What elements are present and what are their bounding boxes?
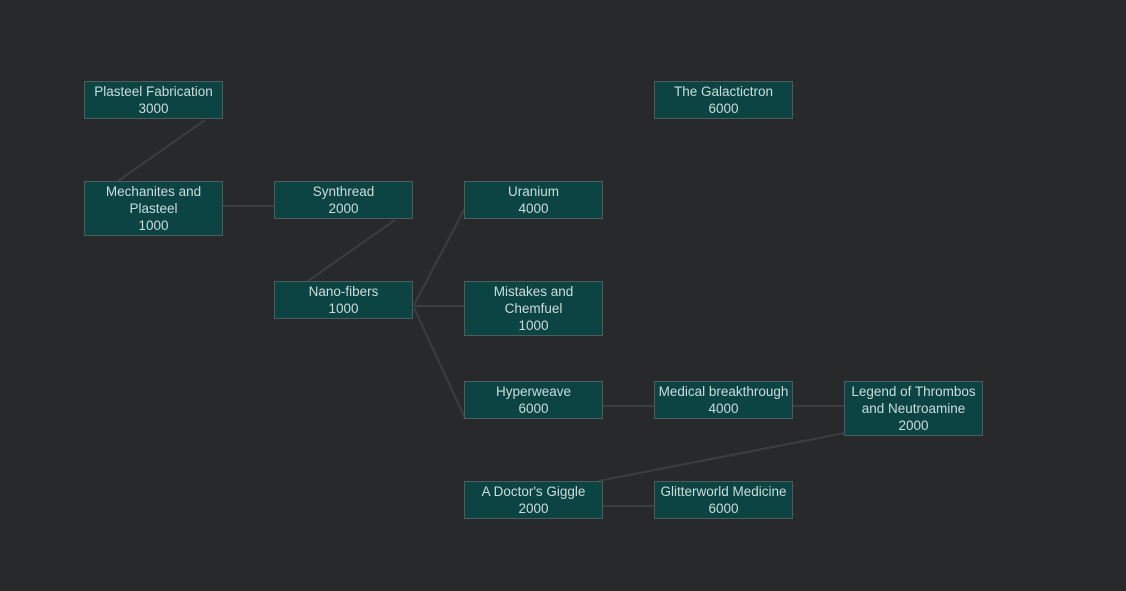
node-name: Glitterworld Medicine (660, 484, 787, 499)
node-name: A Doctor's Giggle (481, 484, 586, 499)
node-cost: 6000 (518, 401, 549, 416)
research-node-mistakes-and-chemfuel[interactable]: Mistakes and Chemfuel 1000 (464, 281, 603, 336)
node-cost: 4000 (708, 401, 739, 416)
node-cost: 4000 (518, 201, 549, 216)
research-node-uranium[interactable]: Uranium 4000 (464, 181, 603, 219)
research-node-plasteel-fabrication[interactable]: Plasteel Fabrication 3000 (84, 81, 223, 119)
research-node-legend-of-thrombos[interactable]: Legend of Thrombos and Neutroamine 2000 (844, 381, 983, 436)
node-name: Nano-fibers (308, 284, 379, 299)
research-node-the-galactictron[interactable]: The Galactictron 6000 (654, 81, 793, 119)
node-name: Medical breakthrough (658, 384, 789, 399)
node-name: The Galactictron (673, 84, 774, 99)
node-cost: 2000 (898, 418, 929, 433)
node-cost: 1000 (328, 301, 359, 316)
node-cost: 2000 (518, 501, 549, 516)
node-name: Uranium (507, 184, 559, 199)
research-node-synthread[interactable]: Synthread 2000 (274, 181, 413, 219)
node-cost: 6000 (708, 101, 739, 116)
research-node-hyperweave[interactable]: Hyperweave 6000 (464, 381, 603, 419)
edge (597, 432, 846, 482)
edge (413, 307, 466, 419)
research-node-glitterworld-medicine[interactable]: Glitterworld Medicine 6000 (654, 481, 793, 519)
research-node-medical-breakthrough[interactable]: Medical breakthrough 4000 (654, 381, 793, 419)
node-cost: 1000 (518, 318, 549, 333)
node-name: Legend of Thrombos and Neutroamine (851, 384, 976, 416)
node-cost: 6000 (708, 501, 739, 516)
node-name: Mechanites and Plasteel (105, 184, 202, 216)
edge (307, 219, 396, 282)
node-cost: 1000 (138, 218, 169, 233)
node-name: Mistakes and Chemfuel (493, 284, 574, 316)
edge (117, 119, 206, 182)
edge (413, 207, 466, 306)
node-name: Plasteel Fabrication (94, 84, 213, 99)
research-node-mechanites-and-plasteel[interactable]: Mechanites and Plasteel 1000 (84, 181, 223, 236)
node-cost: 2000 (328, 201, 359, 216)
node-cost: 3000 (138, 101, 169, 116)
node-name: Hyperweave (495, 384, 572, 399)
research-node-a-doctors-giggle[interactable]: A Doctor's Giggle 2000 (464, 481, 603, 519)
research-node-nano-fibers[interactable]: Nano-fibers 1000 (274, 281, 413, 319)
node-name: Synthread (312, 184, 375, 199)
